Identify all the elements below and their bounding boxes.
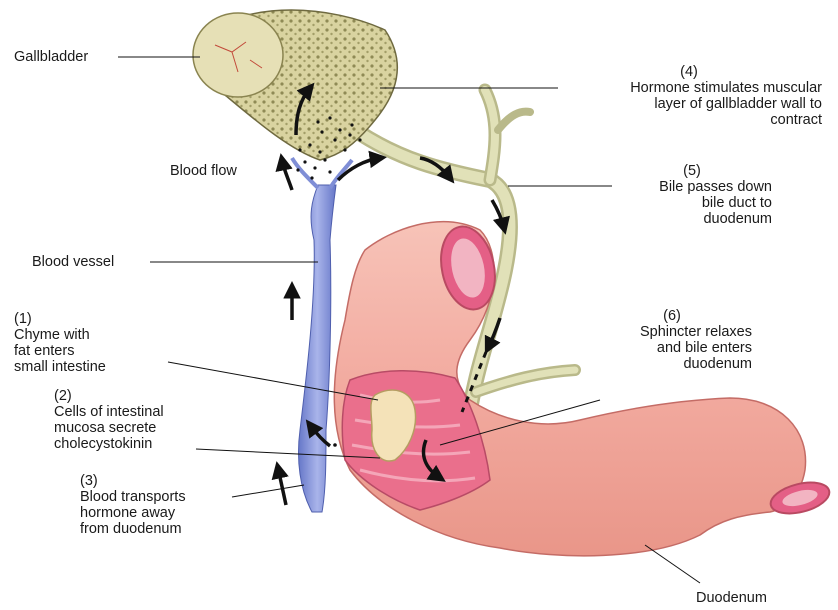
step-5-line-1: Bile passes down bbox=[612, 179, 772, 195]
step-4-line-3: contract bbox=[556, 112, 822, 128]
step-2-line-3: cholecystokinin bbox=[54, 436, 164, 452]
step-4-number: (4) bbox=[556, 64, 822, 80]
step-4-label: (4) Hormone stimulates muscular layer of… bbox=[556, 64, 822, 128]
step-1-label: (1) Chyme with fat enters small intestin… bbox=[14, 311, 106, 375]
step-2-number: (2) bbox=[54, 388, 164, 404]
step-5-number: (5) bbox=[612, 163, 772, 179]
step-3-number: (3) bbox=[80, 473, 186, 489]
step-2-line-2: mucosa secrete bbox=[54, 420, 164, 436]
step-6-line-1: Sphincter relaxes bbox=[592, 324, 752, 340]
step-6-label: (6) Sphincter relaxes and bile enters du… bbox=[592, 308, 752, 372]
step-6-line-2: and bile enters bbox=[592, 340, 752, 356]
step-3-line-3: from duodenum bbox=[80, 521, 186, 537]
step-1-number: (1) bbox=[14, 311, 106, 327]
step-5-label: (5) Bile passes down bile duct to duoden… bbox=[612, 163, 772, 227]
step-6-number: (6) bbox=[592, 308, 752, 324]
duodenum-label: Duodenum bbox=[696, 590, 767, 606]
step-1-line-3: small intestine bbox=[14, 359, 106, 375]
step-3-label: (3) Blood transports hormone away from d… bbox=[80, 473, 186, 537]
blood-vessel-label: Blood vessel bbox=[32, 254, 114, 270]
step-2-line-1: Cells of intestinal bbox=[54, 404, 164, 420]
step-3-line-2: hormone away bbox=[80, 505, 186, 521]
blood-flow-label: Blood flow bbox=[170, 163, 237, 179]
step-5-line-2: bile duct to bbox=[612, 195, 772, 211]
step-6-line-3: duodenum bbox=[592, 356, 752, 372]
step-1-line-1: Chyme with bbox=[14, 327, 106, 343]
step-5-line-3: duodenum bbox=[612, 211, 772, 227]
step-3-line-1: Blood transports bbox=[80, 489, 186, 505]
step-4-line-1: Hormone stimulates muscular bbox=[556, 80, 822, 96]
step-1-line-2: fat enters bbox=[14, 343, 106, 359]
step-4-line-2: layer of gallbladder wall to bbox=[556, 96, 822, 112]
step-2-label: (2) Cells of intestinal mucosa secrete c… bbox=[54, 388, 164, 452]
gallbladder-label: Gallbladder bbox=[14, 49, 88, 65]
